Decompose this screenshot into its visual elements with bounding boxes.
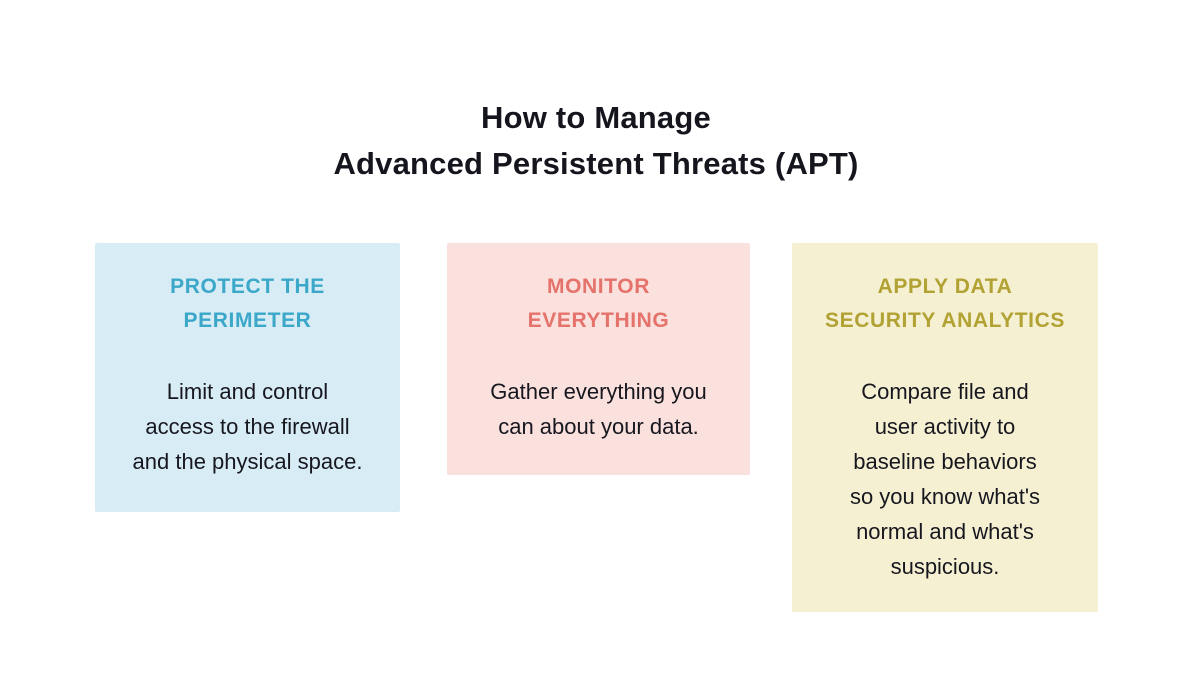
card-protect-the-perimeter: PROTECT THE PERIMETER Limit and control … [95, 243, 400, 512]
card-body-text: Gather everything you can about your dat… [490, 379, 707, 439]
page-title: How to Manage Advanced Persistent Threat… [333, 99, 859, 181]
card-apply-data-security-analytics: APPLY DATA SECURITY ANALYTICS Compare fi… [792, 243, 1098, 612]
card-heading: APPLY DATA SECURITY ANALYTICS [825, 275, 1065, 332]
card-heading: PROTECT THE PERIMETER [170, 275, 325, 332]
card-heading: MONITOR EVERYTHING [527, 275, 670, 332]
card-body-text: Compare file and user activity to baseli… [849, 379, 1041, 579]
card-monitor-everything: MONITOR EVERYTHING Gather everything you… [447, 243, 750, 475]
card-body-text: Limit and control access to the firewall… [132, 379, 363, 474]
